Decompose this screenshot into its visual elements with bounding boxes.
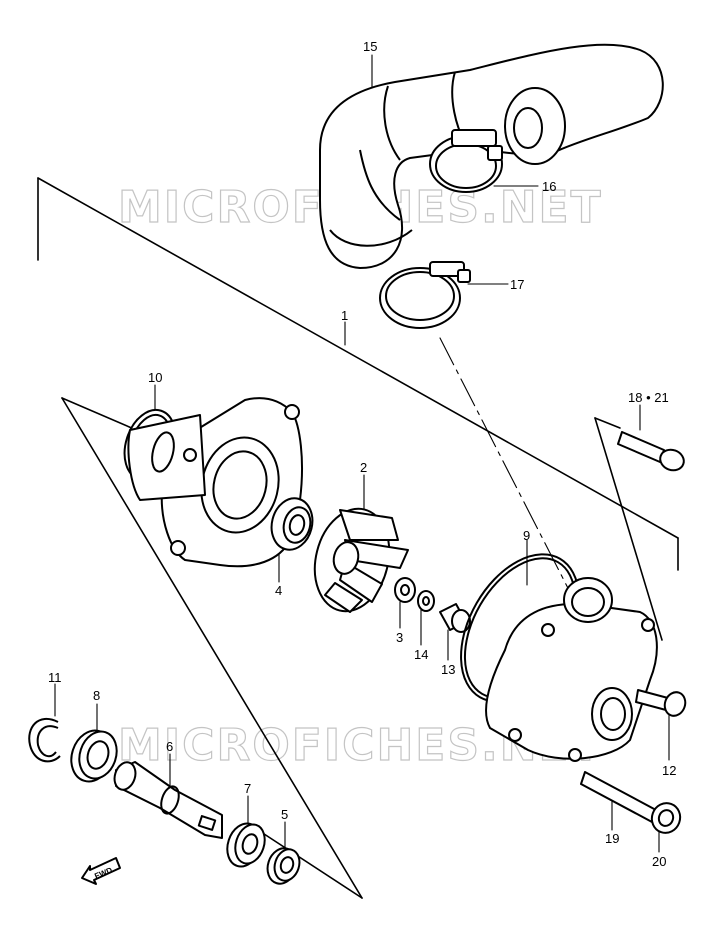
- callout-20: 20: [652, 854, 666, 869]
- oil-seal-5: [266, 847, 301, 885]
- callout-1: 1: [341, 308, 348, 323]
- callout-2: 2: [360, 460, 367, 475]
- callout-8: 8: [93, 688, 100, 703]
- washer-3: [394, 577, 416, 603]
- bolt-13: [439, 603, 471, 633]
- callout-19: 19: [605, 831, 619, 846]
- hose-clamp-16: [429, 129, 503, 193]
- callout-4: 4: [275, 583, 282, 598]
- callout-18-21: 18 • 21: [628, 390, 669, 405]
- bolt-19: [580, 771, 657, 823]
- callout-12: 12: [662, 763, 676, 778]
- callout-17: 17: [510, 277, 524, 292]
- callout-5: 5: [281, 807, 288, 822]
- bearing-8: [70, 729, 118, 783]
- mechanical-seal-4: [270, 497, 314, 551]
- callout-13: 13: [441, 662, 455, 677]
- callout-6: 6: [166, 739, 173, 754]
- callout-10: 10: [148, 370, 162, 385]
- callout-3: 3: [396, 630, 403, 645]
- shaft-6: [113, 761, 223, 839]
- callout-7: 7: [244, 781, 251, 796]
- leader-lines: [54, 54, 670, 853]
- bolt-18-21: [617, 431, 685, 472]
- washer-14: [417, 590, 435, 612]
- impeller-2: [313, 507, 409, 613]
- callout-14: 14: [414, 647, 428, 662]
- assembly-outline: [37, 177, 679, 899]
- bearing-7: [226, 822, 266, 868]
- callout-16: 16: [542, 179, 556, 194]
- callout-9: 9: [523, 528, 530, 543]
- circlip-11: [28, 717, 61, 763]
- callout-15: 15: [363, 39, 377, 54]
- callout-11: 11: [48, 670, 62, 685]
- pump-case: [127, 397, 303, 568]
- bolt-12: [635, 689, 687, 717]
- hose-15: [319, 43, 664, 269]
- pump-cover: [484, 577, 658, 762]
- bolt-20: [650, 802, 682, 834]
- hose-clamp-17: [379, 261, 471, 329]
- forward-arrow-icon: FWD: [81, 857, 121, 885]
- callout-labels: 15 16 17 1 10 18 • 21 2 9 4 3 14 13 11 8…: [48, 39, 676, 869]
